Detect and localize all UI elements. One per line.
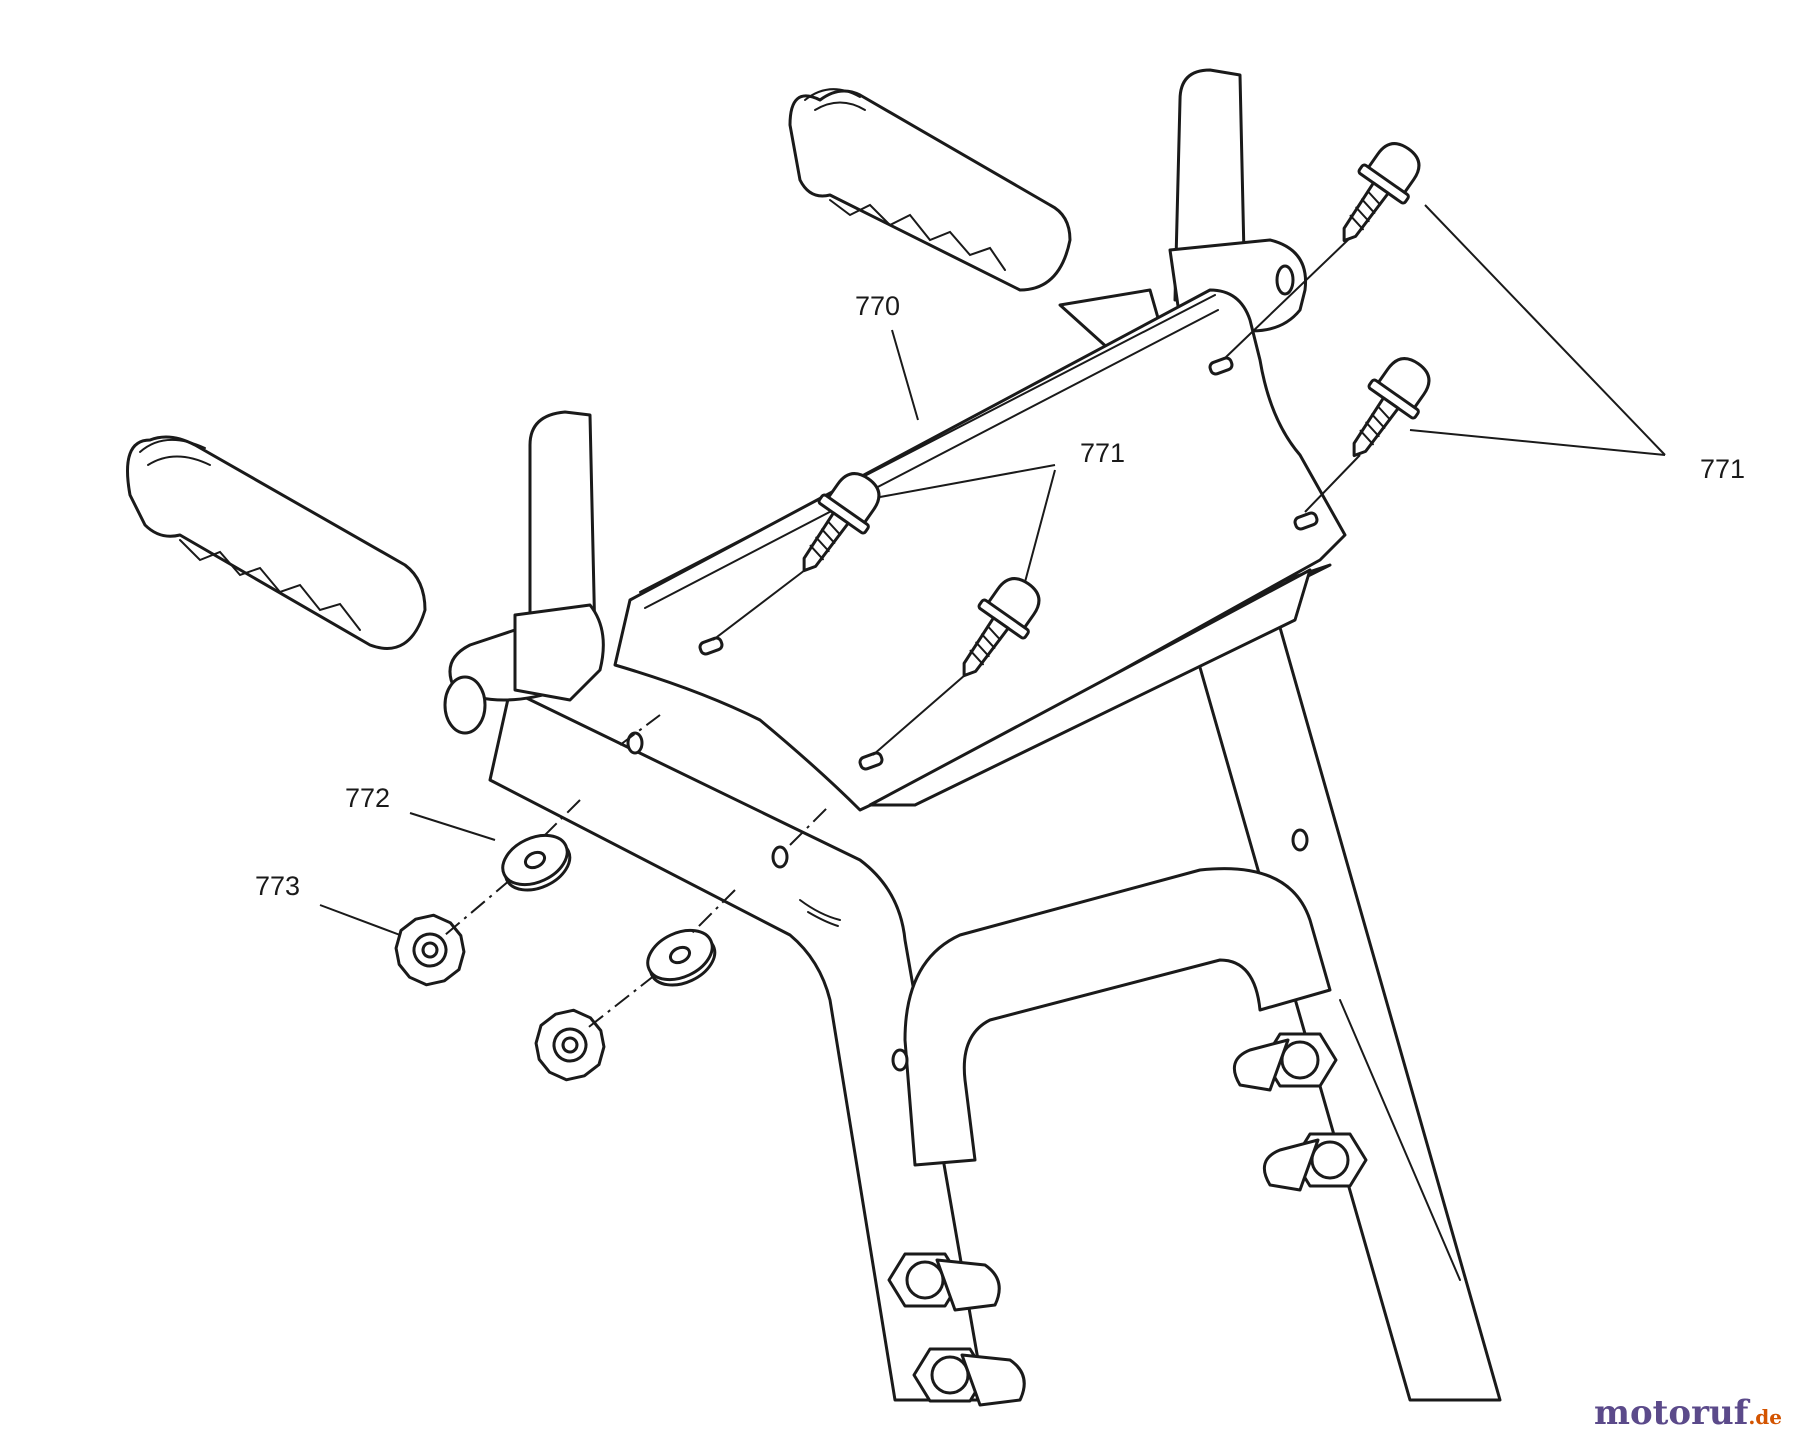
callout-leaders <box>319 204 1666 936</box>
watermark-name: motoruf <box>1594 1393 1749 1433</box>
carriage-bolts <box>887 1032 1368 1407</box>
callout-772: 772 <box>345 783 390 813</box>
handle-frame <box>488 598 1502 1402</box>
callout-771-right: 771 <box>1700 454 1745 484</box>
watermark-tld: .de <box>1748 1405 1782 1429</box>
screws <box>712 142 1431 756</box>
control-panel-cover <box>613 288 1347 846</box>
callout-labels: 770 771 771 772 773 <box>255 291 1745 901</box>
callout-771-center: 771 <box>1080 438 1125 468</box>
callout-773: 773 <box>255 871 300 901</box>
left-handle-grip <box>126 410 605 735</box>
callout-770: 770 <box>855 291 900 321</box>
locknuts <box>394 879 656 1082</box>
watermark-logo: motoruf.de <box>1594 1393 1782 1433</box>
washers <box>501 799 736 987</box>
